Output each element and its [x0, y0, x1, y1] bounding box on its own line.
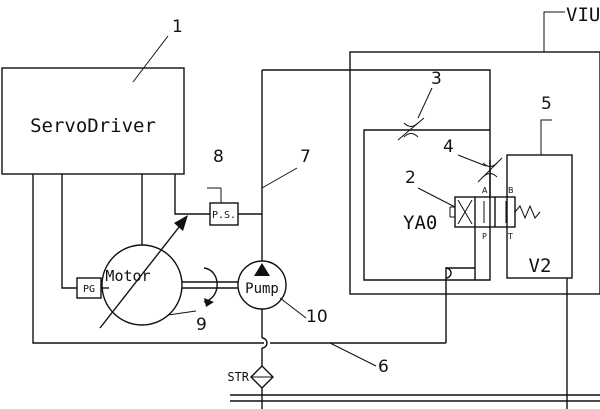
- solenoid-label: YA0: [403, 212, 437, 234]
- callout-leader-10: [279, 297, 307, 319]
- callout-leader-2: [417, 187, 456, 208]
- loop-line: [262, 69, 491, 281]
- motor-variable-arrow: [99, 221, 184, 329]
- pump-arrow: [254, 263, 270, 276]
- callout-leader-7: [261, 167, 298, 189]
- port-p-label: P: [482, 232, 487, 241]
- port-a-label: A: [482, 186, 488, 195]
- orifice-3-slash: [397, 117, 425, 141]
- callout-4: 4: [443, 137, 454, 157]
- orifice-3: [397, 117, 425, 141]
- directional-valve: A B P T YA0: [403, 186, 541, 241]
- callout-leader-3: [417, 87, 433, 119]
- callout-leader-9: [167, 310, 197, 316]
- servo-driver: ServoDriver: [1, 67, 185, 175]
- callout-leader-4: [457, 154, 487, 167]
- v2-box: [506, 154, 573, 279]
- callout-9: 9: [196, 315, 207, 335]
- callout-5: 5: [541, 94, 552, 114]
- port-t-label: T: [507, 232, 513, 241]
- pump-label: Pump: [245, 281, 279, 297]
- orifice-4-slash: [477, 157, 503, 183]
- pressure-switch: P.S.: [209, 202, 239, 226]
- motor-label: Motor: [105, 267, 150, 285]
- wire-driver-pg: [61, 174, 77, 289]
- rotation-arrow: [203, 267, 218, 303]
- callout-7: 7: [300, 147, 311, 167]
- servo-driver-box: [1, 67, 185, 175]
- port-b-label: B: [508, 186, 514, 195]
- strainer-label: STR: [227, 370, 249, 384]
- viu-leader: [543, 11, 565, 52]
- pulse-generator: PG: [76, 277, 102, 299]
- pg-label: PG: [83, 284, 95, 295]
- callout-10: 10: [306, 307, 328, 327]
- return-crossover-bump: [445, 267, 452, 279]
- rotation-arrow-head: [204, 298, 214, 307]
- motor-arrow-head: [174, 215, 188, 231]
- callout-3: 3: [431, 69, 442, 89]
- valve-cross-2: [457, 199, 473, 225]
- valve-v2: V2: [506, 154, 573, 279]
- callout-1: 1: [172, 17, 183, 37]
- orifice-4: [477, 157, 503, 183]
- callout-leader-6: [329, 342, 377, 367]
- valve-spring: [514, 204, 541, 220]
- callout-6: 6: [378, 357, 389, 377]
- callout-8: 8: [213, 147, 224, 167]
- callout-2: 2: [405, 168, 416, 188]
- v2-label: V2: [529, 255, 552, 277]
- servo-driver-label: ServoDriver: [30, 115, 156, 137]
- servo-motor: Motor: [99, 215, 188, 329]
- strainer: STR: [227, 365, 274, 389]
- viu-block: [349, 51, 600, 295]
- pump: Pump: [237, 260, 287, 310]
- suction-crossover-bump: [261, 337, 268, 349]
- motor-circle: [101, 244, 183, 326]
- viu-label: VIU: [566, 4, 600, 26]
- wire-driver-ps: [174, 174, 210, 215]
- wire-driver-return: [32, 174, 264, 344]
- callout-leader-5: [540, 119, 552, 155]
- callout-leader-1: [132, 35, 169, 83]
- orifice-3-arc-bottom: [403, 133, 419, 138]
- pressure-switch-label: P.S.: [212, 210, 236, 221]
